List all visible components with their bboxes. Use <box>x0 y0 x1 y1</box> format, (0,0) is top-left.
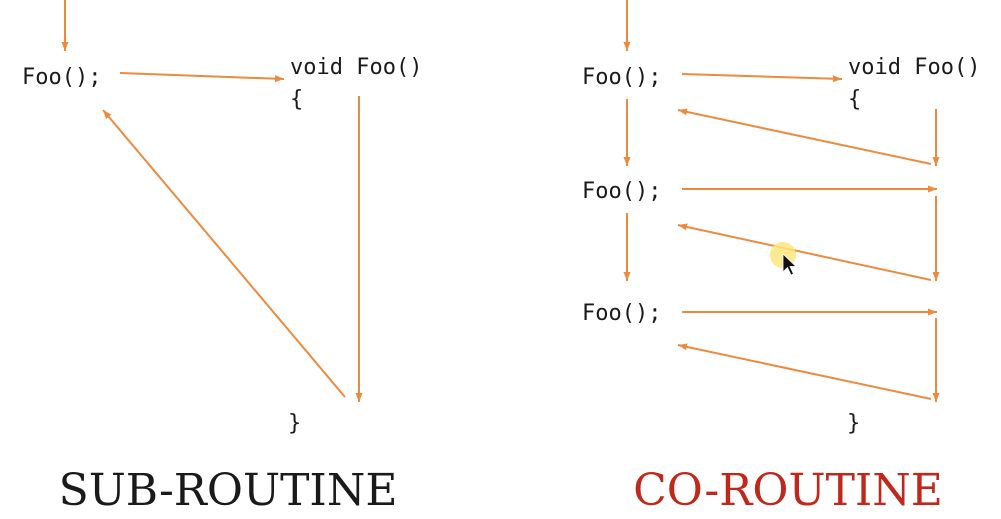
coroutine-function-signature: void Foo() <box>848 55 980 80</box>
subroutine-title: SUB-ROUTINE <box>59 465 398 516</box>
coroutine-call-label-1: Foo(); <box>582 65 661 90</box>
coroutine-close-brace: } <box>847 411 860 436</box>
coroutine-panel: Foo(); Foo(); Foo(); void Foo() { } CO-R… <box>582 0 980 516</box>
subroutine-call-arrow <box>119 72 285 83</box>
subroutine-function-signature: void Foo() <box>290 55 422 80</box>
coroutine-yield-arrow-3 <box>677 343 932 400</box>
coroutine-open-brace: { <box>848 87 861 112</box>
coroutine-call-arrow-1 <box>681 73 843 83</box>
subroutine-close-brace: } <box>288 411 301 436</box>
mouse-pointer-icon <box>770 242 797 276</box>
coroutine-call-label-2: Foo(); <box>582 179 661 204</box>
subroutine-call-label: Foo(); <box>22 65 101 90</box>
coroutine-yield-arrow-2 <box>677 223 932 281</box>
coroutine-call-label-3: Foo(); <box>582 301 661 326</box>
coroutine-title: CO-ROUTINE <box>633 465 943 516</box>
coroutine-yield-arrow-1 <box>677 108 932 165</box>
subroutine-return-arrow <box>102 109 346 398</box>
subroutine-panel: Foo(); void Foo() { } SUB-ROUTINE <box>22 0 422 516</box>
cursor-arrow <box>782 253 797 276</box>
subroutine-open-brace: { <box>290 87 303 112</box>
